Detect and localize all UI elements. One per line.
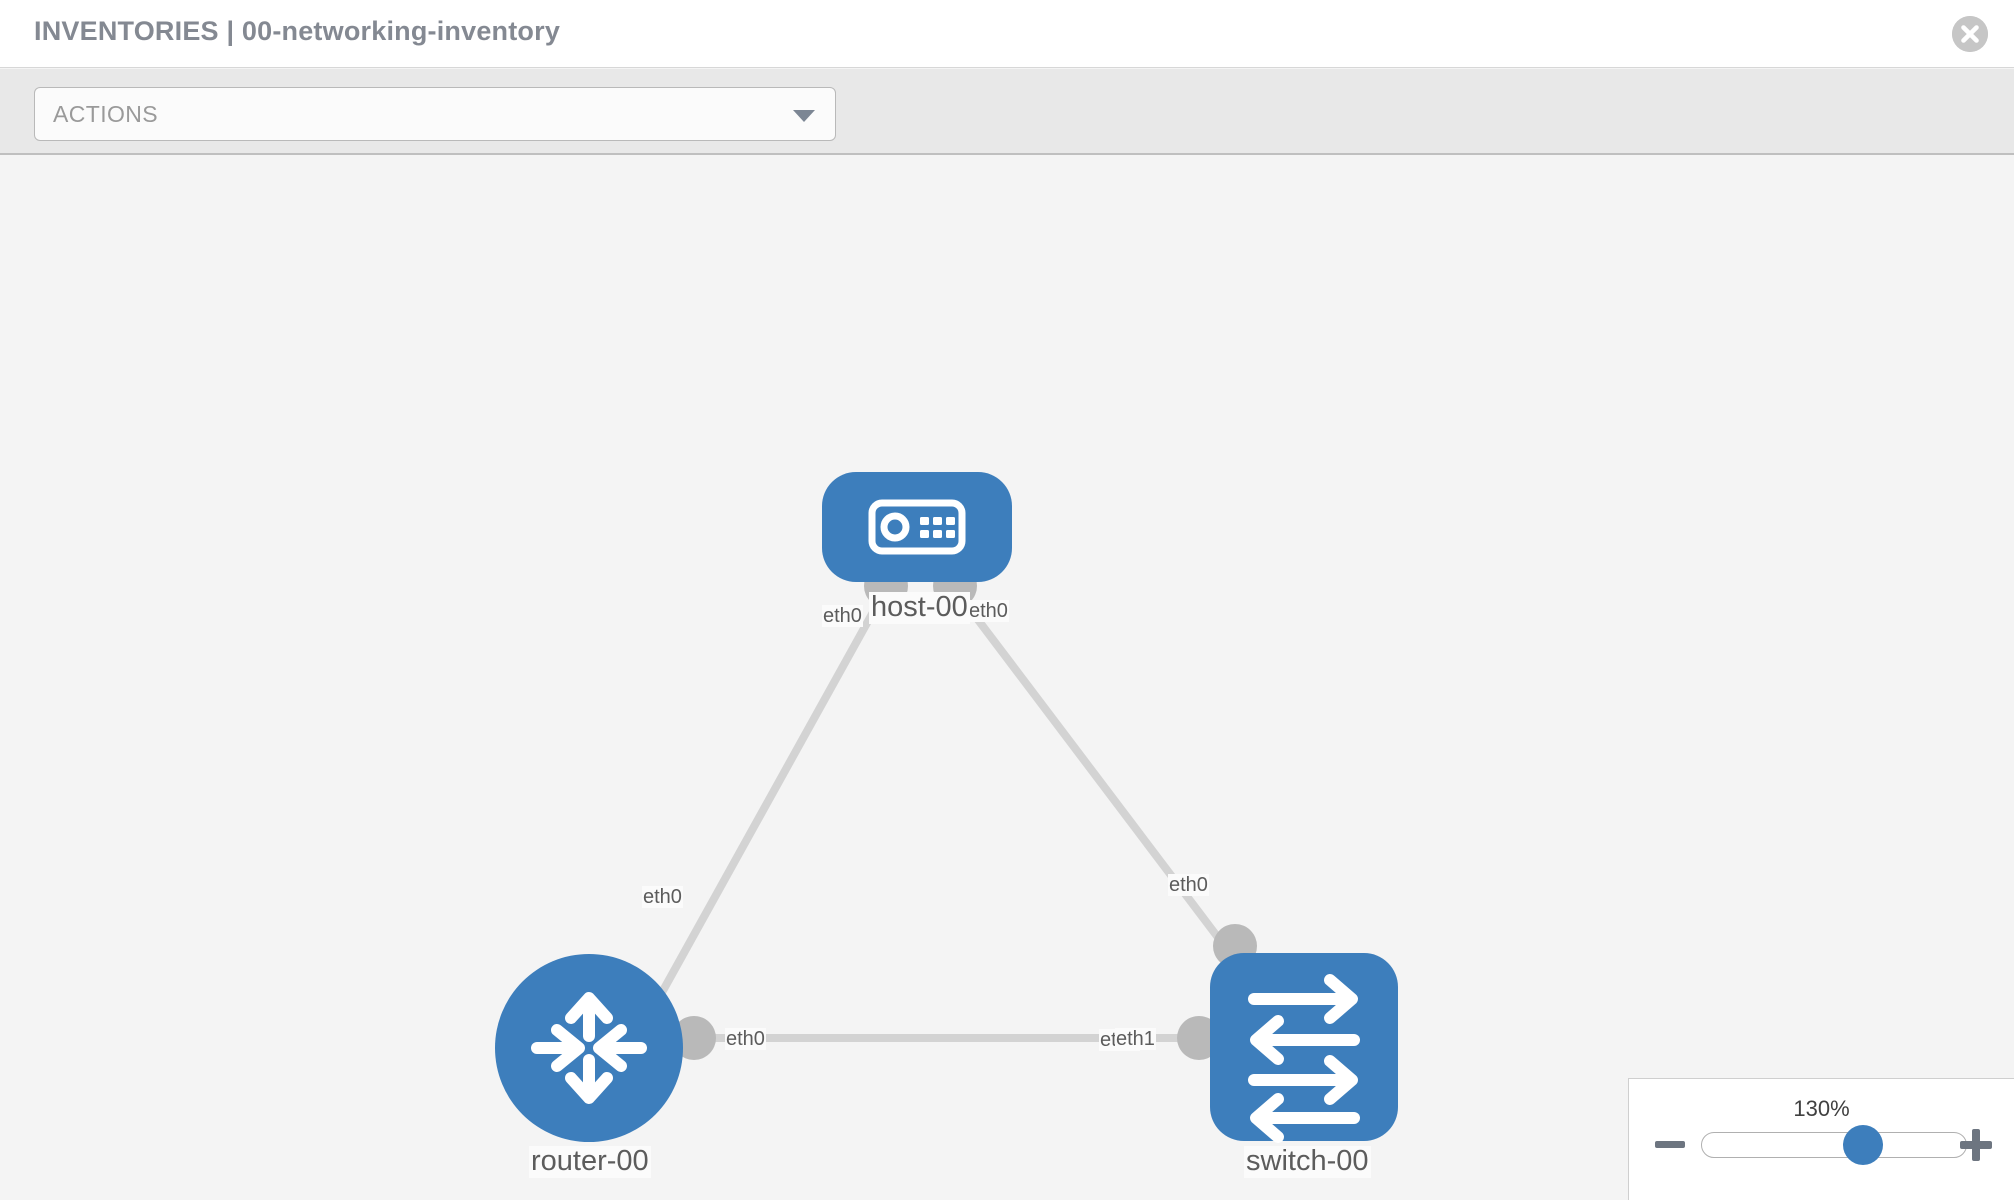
node-label-host-00: host-00 <box>869 591 970 624</box>
zoom-out-button[interactable] <box>1655 1141 1685 1148</box>
close-icon[interactable] <box>1952 16 1988 52</box>
zoom-in-button[interactable] <box>1960 1129 1992 1161</box>
toolbar: ACTIONS SEARCH <box>0 69 2014 210</box>
node-label-router-00: router-00 <box>529 1145 651 1178</box>
zoom-slider-thumb[interactable] <box>1843 1125 1884 1165</box>
zoom-slider-track[interactable] <box>1701 1132 1967 1158</box>
actions-dropdown-label: ACTIONS <box>53 101 159 127</box>
node-router-00[interactable] <box>495 954 683 1142</box>
node-label-switch-00: switch-00 <box>1244 1145 1371 1178</box>
iface-label: eth1 <box>1115 1028 1156 1050</box>
topology-edges <box>656 593 1236 1042</box>
topology-graph <box>495 472 1398 1143</box>
node-host-00[interactable] <box>822 472 1012 582</box>
page-header: INVENTORIES | 00-networking-inventory <box>0 0 2014 68</box>
iface-label: eth0 <box>968 600 1009 622</box>
iface-label: eth0 <box>642 886 683 908</box>
link-host00-router00 <box>656 594 886 998</box>
iface-label: eth0 <box>1168 874 1209 896</box>
actions-dropdown[interactable]: ACTIONS <box>34 87 836 141</box>
zoom-level-value: 130% <box>1793 1096 1850 1121</box>
topology-canvas[interactable]: eth0 eth0 eth0 eth0 eth0 eth0 eth1 host-… <box>0 156 2014 1200</box>
chevron-down-icon <box>793 110 815 122</box>
zoom-control-panel: 130% <box>1628 1078 2014 1200</box>
iface-label: eth0 <box>725 1028 766 1050</box>
iface-label: eth0 <box>822 605 863 627</box>
connector-router00-east <box>672 1016 716 1060</box>
node-switch-00[interactable] <box>1210 953 1398 1143</box>
page-title: INVENTORIES | 00-networking-inventory <box>34 16 561 46</box>
link-host00-switch00 <box>956 593 1236 959</box>
